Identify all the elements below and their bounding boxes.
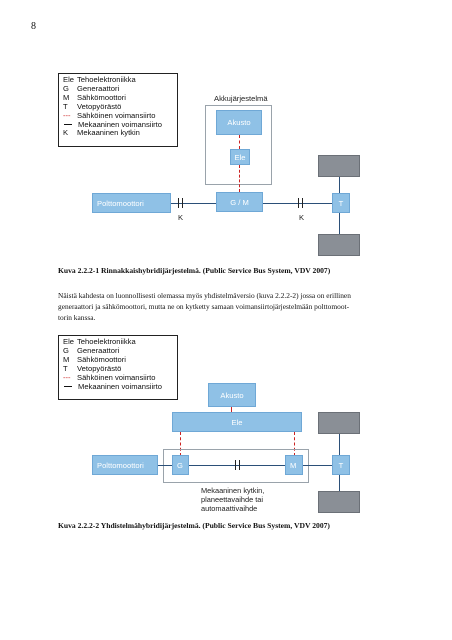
legend-label: Mekaaninen kytkin [77,128,140,138]
motor-box: M [285,455,303,475]
legend-label: Sähköinen voimansiirto [77,110,156,120]
legend-label: Tehoelektroniikka [77,337,136,346]
legend-row: M Sähkömoottori [63,92,173,103]
mechanical-line-swatch [64,386,72,388]
battery-system-frame [205,105,272,185]
legend-row: Mekaaninen voimansiirto [63,381,173,392]
paragraph-line: torin kanssa. [58,313,96,323]
legend-key: M [63,354,70,364]
battery-box: Akusto [208,383,256,407]
paragraph-line: generaattori ja sähkömoottori, mutta ne … [58,302,350,312]
electric-line-swatch: --- [63,110,71,120]
legend-key: Ele [63,75,74,84]
legend-label: Sähköinen voimansiirto [77,372,156,382]
transmission-box: T [332,455,350,475]
coupling-note: Mekaaninen kytkin, planeettavaihde tai a… [201,486,264,513]
wheel-bottom [318,234,360,256]
combustion-engine-box: Polttomoottori [92,455,158,475]
legend-label: Tehoelektroniikka [77,75,136,84]
generator-box: G [172,455,189,475]
power-electronics-bar: Ele [172,412,302,432]
figure-caption-1: Kuva 2.2.2-1 Rinnakkaishybridijärjestelm… [58,266,331,275]
legend-label: Mekaaninen voimansiirto [78,119,162,129]
electric-line-swatch: --- [63,372,71,382]
note-line: planeettavaihde tai [201,495,264,504]
legend-label: Generaattori [77,345,120,355]
clutch-plate [178,198,179,208]
wheel-bottom [318,491,360,513]
mechanical-line-swatch [64,124,72,126]
legend-key: T [63,101,68,111]
legend-label: Mekaaninen voimansiirto [78,381,162,391]
battery-box: Akusto [216,110,262,135]
electric-link [239,135,240,149]
legend-key: M [63,92,70,102]
clutch-label-left: K [178,213,184,222]
combustion-engine-box: Polttomoottori [92,193,171,213]
page-number: 8 [31,21,36,32]
battery-system-label: Akkujärjestelmä [214,94,268,103]
legend-key: G [63,345,69,355]
mechanical-link [158,465,172,466]
clutch-plate [239,460,240,470]
clutch-plate [182,198,183,208]
legend-row: T Vetopyörästö [63,363,173,374]
generator-motor-box: G / M [216,192,263,212]
electric-link [294,432,295,456]
electric-link [239,165,240,192]
note-line: Mekaaninen kytkin, [201,486,265,495]
transmission-box: T [332,193,350,213]
legend-key: G [63,83,69,93]
legend-row: G Generaattori [63,345,173,356]
wheel-top [318,155,360,177]
wheel-top [318,412,360,434]
body-paragraph: Näistä kahdesta on luonnollisesti olemas… [58,290,403,324]
legend-label: Vetopyörästö [77,363,122,373]
legend-row: Mekaaninen voimansiirto [63,119,173,130]
clutch-plate [298,198,299,208]
legend-row: K Mekaaninen kytkin [63,129,173,138]
legend-key: T [63,363,68,373]
clutch-label-right: K [299,213,305,222]
legend-key: K [63,128,69,138]
legend-row: --- Sähköinen voimansiirto [63,372,173,383]
clutch-plate [235,460,236,470]
note-line: automaattivaihde [201,504,258,513]
electric-link [180,432,181,456]
mechanical-link [171,203,216,204]
legend-row: T Vetopyörästö [63,101,173,112]
clutch-plate [302,198,303,208]
legend-label: Sähkömoottori [77,92,126,102]
legend-label: Vetopyörästö [77,101,122,111]
legend-row: --- Sähköinen voimansiirto [63,110,173,121]
coupling-frame [163,449,309,483]
power-electronics-box: Ele [230,149,250,165]
figure-caption-2: Kuva 2.2.2-2 Yhdistelmähybridijärjestelm… [58,521,330,530]
electric-link [231,407,232,412]
legend-label: Sähkömoottori [77,354,126,364]
paragraph-line: Näistä kahdesta on luonnollisesti olemas… [58,291,351,300]
legend-row: M Sähkömoottori [63,354,173,365]
legend-row: G Generaattori [63,83,173,94]
legend-label: Generaattori [77,83,120,93]
mechanical-link [303,465,333,466]
mechanical-link [189,465,285,466]
legend-key: Ele [63,337,74,346]
